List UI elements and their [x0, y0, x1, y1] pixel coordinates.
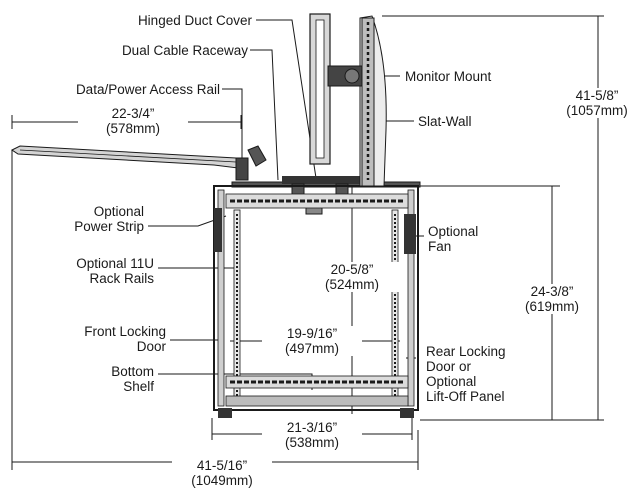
- total-height-dimension: 41-5/8” (1057mm): [552, 88, 632, 118]
- dual-cable-raceway-label: Dual Cable Raceway: [121, 43, 248, 58]
- total-width-dimension: 41-5/16” (1049mm): [172, 458, 272, 488]
- slat-wall-assembly: [309, 13, 387, 187]
- rear-locking-door-label: Rear Locking Door or Optional Lift-Off P…: [426, 344, 506, 404]
- slat-wall-label: Slat-Wall: [418, 114, 472, 129]
- shelf-width-dimension: 22-3/4” (578mm): [78, 106, 188, 136]
- data-power-access-rail-label: Data/Power Access Rail: [75, 82, 220, 97]
- interior-height-dimension: 20-5/8” (524mm): [302, 262, 402, 292]
- cabinet-height-dimension: 24-3/8” (619mm): [512, 284, 592, 314]
- bottom-shelf-label: Bottom Shelf: [111, 364, 154, 394]
- base-width-dimension: 21-3/16” (538mm): [262, 420, 362, 450]
- keyboard-shelf: [11, 145, 248, 169]
- optional-fan-label: Optional Fan: [428, 224, 479, 254]
- hinged-duct-cover-label: Hinged Duct Cover: [137, 13, 252, 28]
- cabinet: [213, 185, 419, 418]
- optional-rack-rails-label: Optional 11U Rack Rails: [76, 256, 154, 286]
- monitor-mount-label: Monitor Mount: [405, 69, 492, 84]
- interior-width-dimension: 19-9/16” (497mm): [262, 326, 362, 356]
- access-rail: [235, 145, 267, 181]
- front-locking-door-label: Front Locking Door: [84, 324, 166, 354]
- optional-power-strip-label: Optional Power Strip: [74, 204, 144, 234]
